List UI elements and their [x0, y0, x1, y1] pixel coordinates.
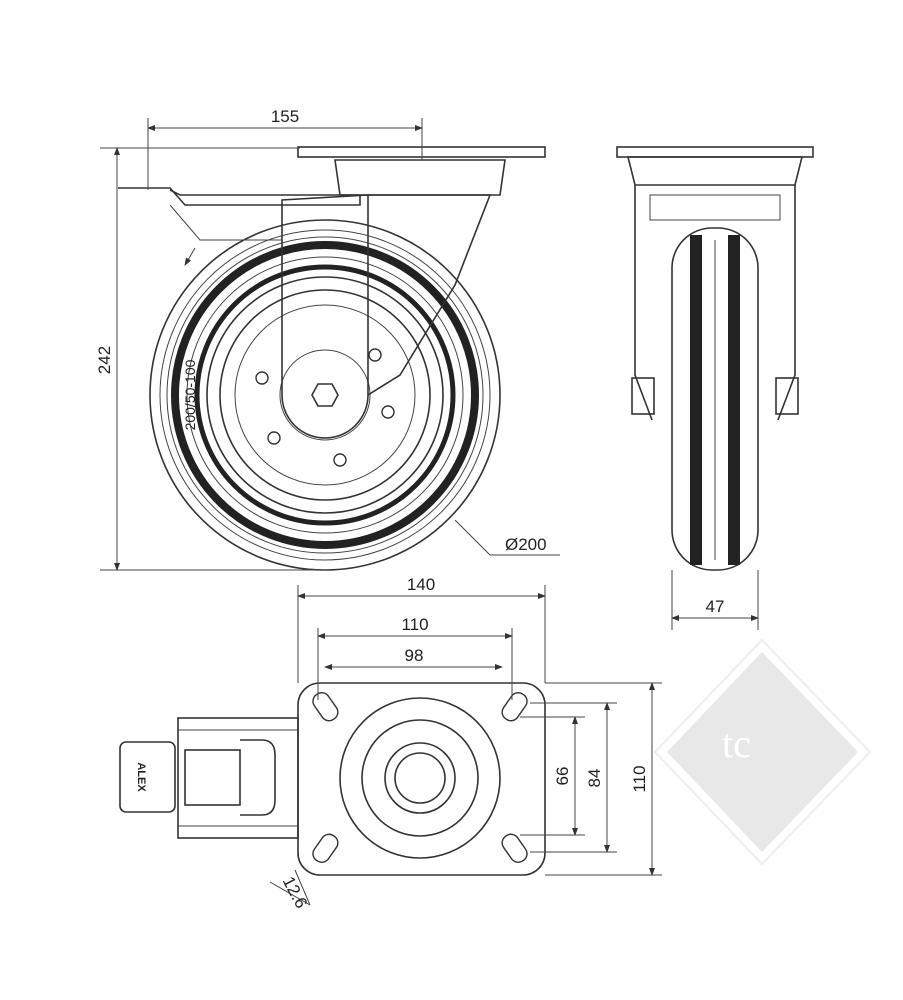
svg-text:47: 47: [706, 597, 725, 616]
bottom-view: ALEX: [119, 682, 546, 876]
dimension-labels: 155 242 Ø200 140 110 98 66 84 110 47 12.…: [95, 107, 724, 911]
svg-text:66: 66: [553, 767, 572, 786]
svg-text:tc: tc: [722, 721, 751, 766]
svg-text:155: 155: [271, 107, 299, 126]
svg-text:140: 140: [407, 575, 435, 594]
tire-marking: 200/50-100: [182, 359, 198, 430]
svg-text:110: 110: [630, 765, 649, 792]
svg-text:242: 242: [95, 346, 114, 374]
dimension-lines: [100, 118, 759, 906]
watermark-logo: tc: [653, 638, 872, 866]
svg-text:Ø200: Ø200: [505, 535, 547, 554]
svg-text:12.6: 12.6: [279, 873, 311, 911]
side-view: 200/50-100: [118, 146, 546, 571]
front-view: [616, 146, 814, 571]
svg-text:110: 110: [401, 615, 428, 634]
brake-logo: ALEX: [135, 762, 147, 792]
svg-text:84: 84: [585, 769, 604, 788]
svg-text:98: 98: [405, 646, 424, 665]
